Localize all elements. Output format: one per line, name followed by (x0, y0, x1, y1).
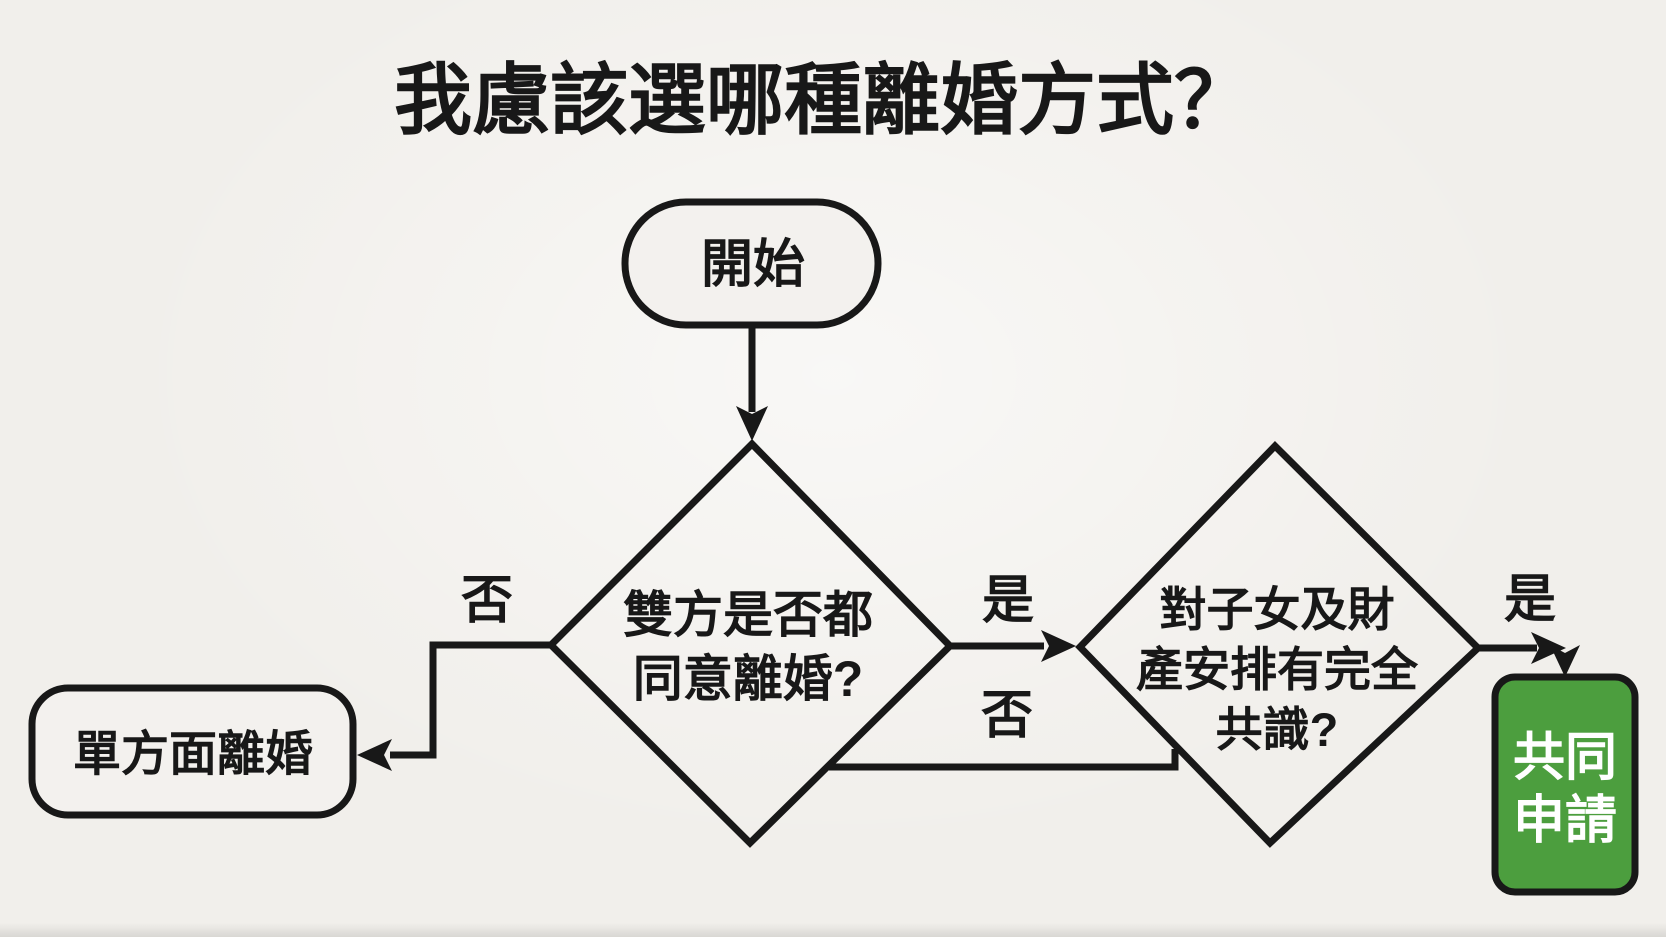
edge-label-no-mid: 否 (981, 687, 1033, 745)
joint-node (1491, 673, 1639, 896)
joint-text-line1: 共同 (1513, 729, 1617, 787)
decision1-text-line1: 雙方是否都 (623, 587, 873, 643)
arrowhead-down-joint-icon (1550, 645, 1580, 677)
joint-text-line2: 申請 (1513, 792, 1617, 850)
diagram-title: 我慮該選哪種離婚方式？ (394, 56, 1252, 144)
edge-decision1-no (390, 641, 550, 759)
arrowhead-down-decision1-icon (736, 406, 768, 441)
decision1-text-line2: 同意離婚? (633, 651, 864, 707)
decision2-text-line2: 產安排有完全 (1136, 643, 1419, 696)
arrowhead-left-unilateral-icon (357, 739, 392, 771)
edge-label-yes-mid: 是 (982, 572, 1034, 630)
edge-no-mid (829, 749, 1179, 771)
decision1-node (546, 439, 955, 848)
edge-label-no-left: 否 (461, 572, 513, 630)
arrowhead-right-corner-icon (1531, 632, 1566, 664)
decision2-text-line3: 共識? (1216, 703, 1339, 756)
decision2-node (1075, 441, 1484, 848)
edge-label-yes-right: 是 (1504, 571, 1556, 629)
unilateral-label: 單方面離婚 (73, 728, 313, 781)
start-label: 開始 (701, 236, 805, 294)
decision2-text-line1: 對子女及財 (1160, 583, 1395, 636)
unilateral-node (28, 684, 357, 819)
arrowhead-right-decision2-icon (1041, 630, 1076, 662)
